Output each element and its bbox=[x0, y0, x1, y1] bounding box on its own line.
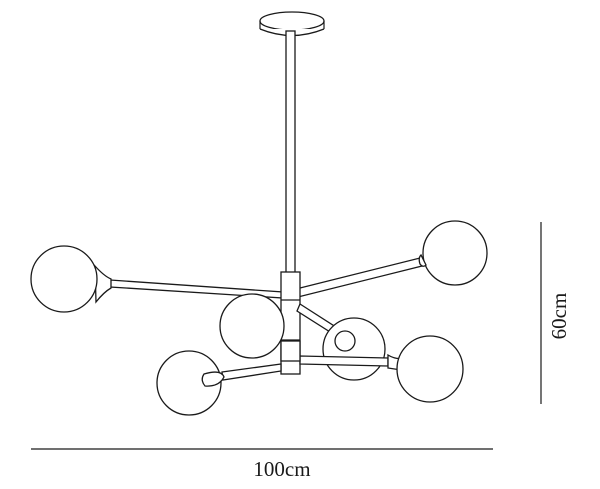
height-dimension: 60cm bbox=[540, 222, 571, 404]
globe-lower-left bbox=[156, 350, 225, 416]
suspension-rod bbox=[285, 30, 296, 276]
width-dimension: 100cm bbox=[31, 448, 493, 481]
hub-ring bbox=[280, 340, 301, 362]
globe-front-center bbox=[219, 293, 285, 359]
globe-back-right bbox=[418, 220, 488, 286]
globe-left bbox=[30, 245, 98, 313]
arm-lower-left bbox=[221, 363, 282, 381]
height-label: 60cm bbox=[547, 293, 571, 340]
globe-center-right bbox=[322, 317, 386, 381]
arm-back-right bbox=[295, 257, 423, 298]
width-label: 100cm bbox=[253, 457, 310, 481]
globe-lower-right bbox=[396, 335, 464, 403]
